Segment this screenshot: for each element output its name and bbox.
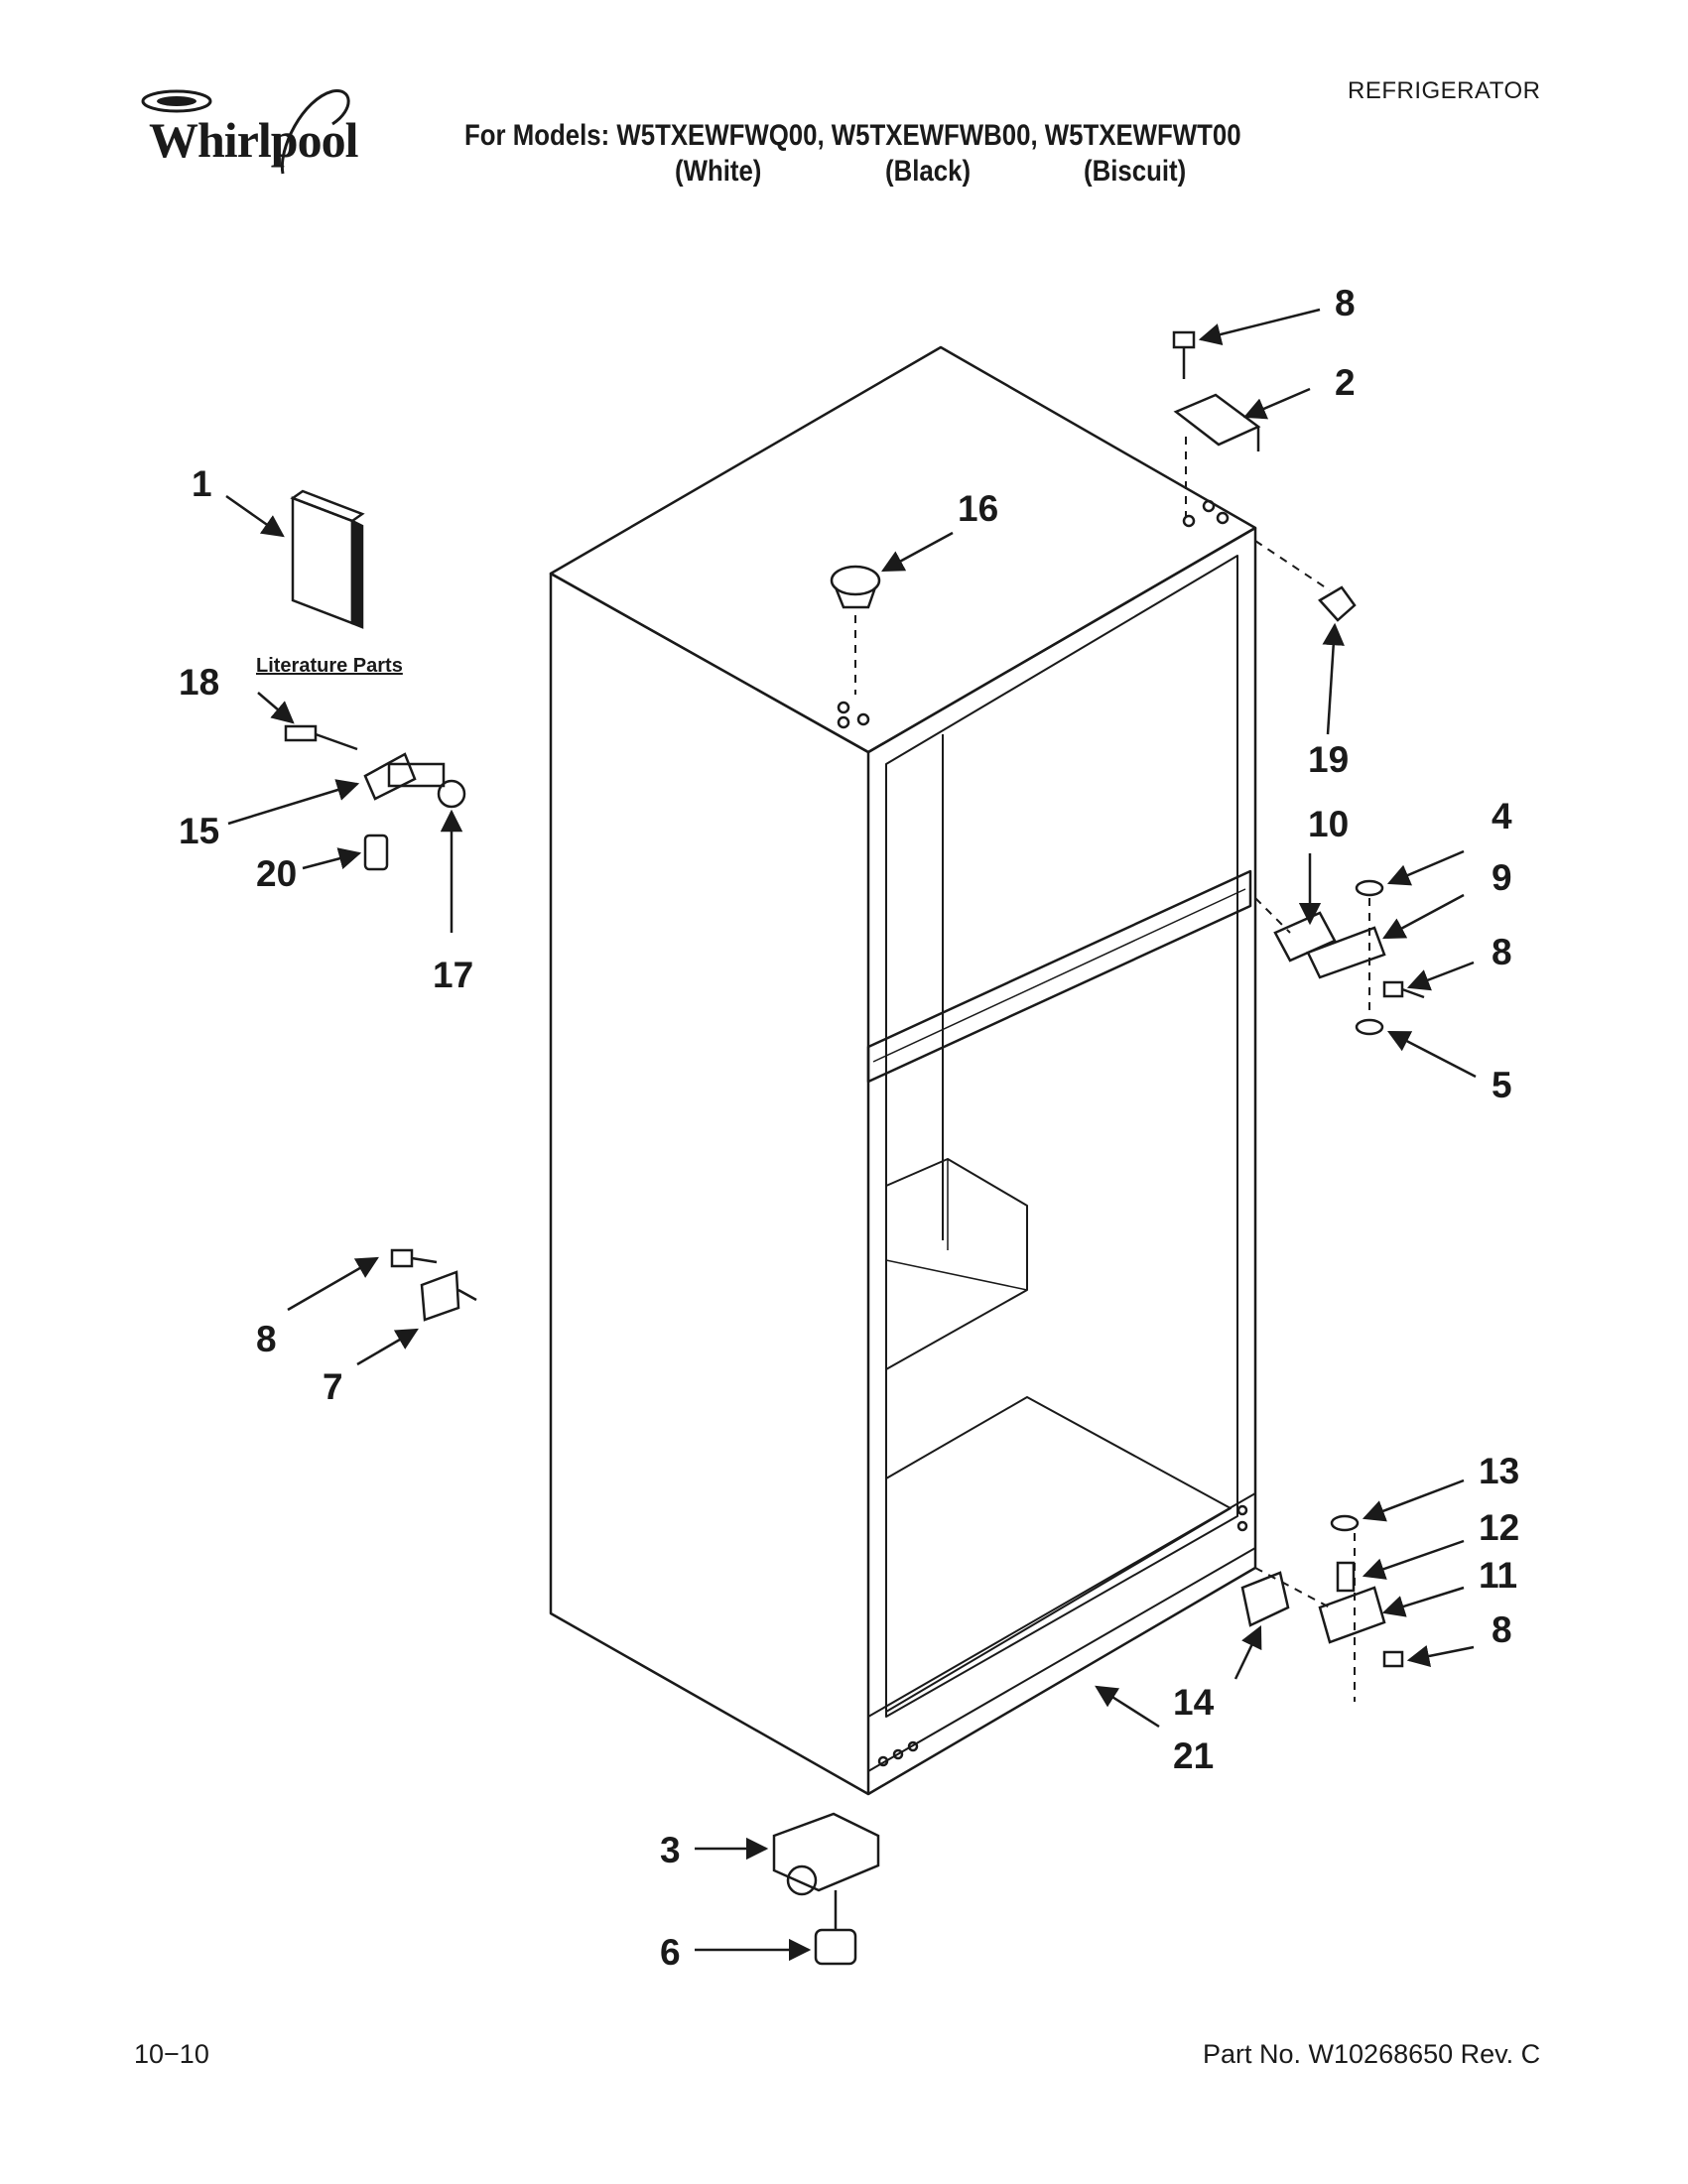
callout-17: 17 [433,955,473,995]
callout-10: 10 [1308,804,1349,844]
color-black-label: (Black) [885,155,972,188]
callout-2: 2 [1335,362,1356,403]
literature-parts-label: Literature Parts [256,655,403,677]
callout-16: 16 [958,488,998,529]
callout-19: 19 [1308,739,1349,780]
part-8-top-screw [1172,330,1196,379]
color-white-label: (White) [675,155,762,188]
callout-21: 21 [1173,1735,1214,1776]
callout-20: 20 [256,853,297,894]
parts-3-6-roller [772,1812,880,1966]
callout-15: 15 [179,811,219,851]
callout-11: 11 [1479,1555,1517,1596]
part-19-cap [1318,585,1357,622]
color-biscuit-label: (Biscuit) [1084,155,1187,188]
callout-8-top: 8 [1335,283,1356,323]
callout-6: 6 [660,1932,681,1973]
bottom-hinge-parts [1240,1514,1404,1668]
part-16-plug [830,565,881,609]
callout-12: 12 [1479,1507,1519,1548]
callout-18: 18 [179,662,219,703]
callout-8-bottom: 8 [1492,1609,1512,1650]
whirlpool-logo [141,89,350,175]
callout-8-left: 8 [256,1319,277,1359]
callout-13: 13 [1479,1451,1519,1491]
callout-7: 7 [323,1366,343,1407]
callout-5: 5 [1492,1065,1512,1105]
part-7-bracket [390,1248,477,1322]
callout-3: 3 [660,1830,681,1870]
footer-part-number: Part No. W10268650 Rev. C [1203,2039,1541,2069]
models-line: For Models: W5TXEWFWQ00, W5TXEWFWB00, W5… [464,119,1241,152]
category-label: REFRIGERATOR [1348,77,1541,104]
parts-15-17-18-20 [284,724,466,871]
leader-arrows [225,308,1477,1962]
callout-9: 9 [1492,857,1512,898]
center-hinge-parts [1273,879,1425,1036]
callout-4: 4 [1492,796,1512,836]
literature-parts [290,489,365,629]
callout-14: 14 [1173,1682,1215,1723]
footer-date: 10−10 [134,2039,209,2069]
callout-8-mid: 8 [1492,932,1512,972]
brand-wordmark: Whirlpool [149,112,358,168]
assembly-lines [854,437,1370,1702]
callout-1: 1 [192,463,212,504]
part-2-hinge-bracket [1173,393,1261,451]
refrigerator-cabinet [549,345,1257,1796]
